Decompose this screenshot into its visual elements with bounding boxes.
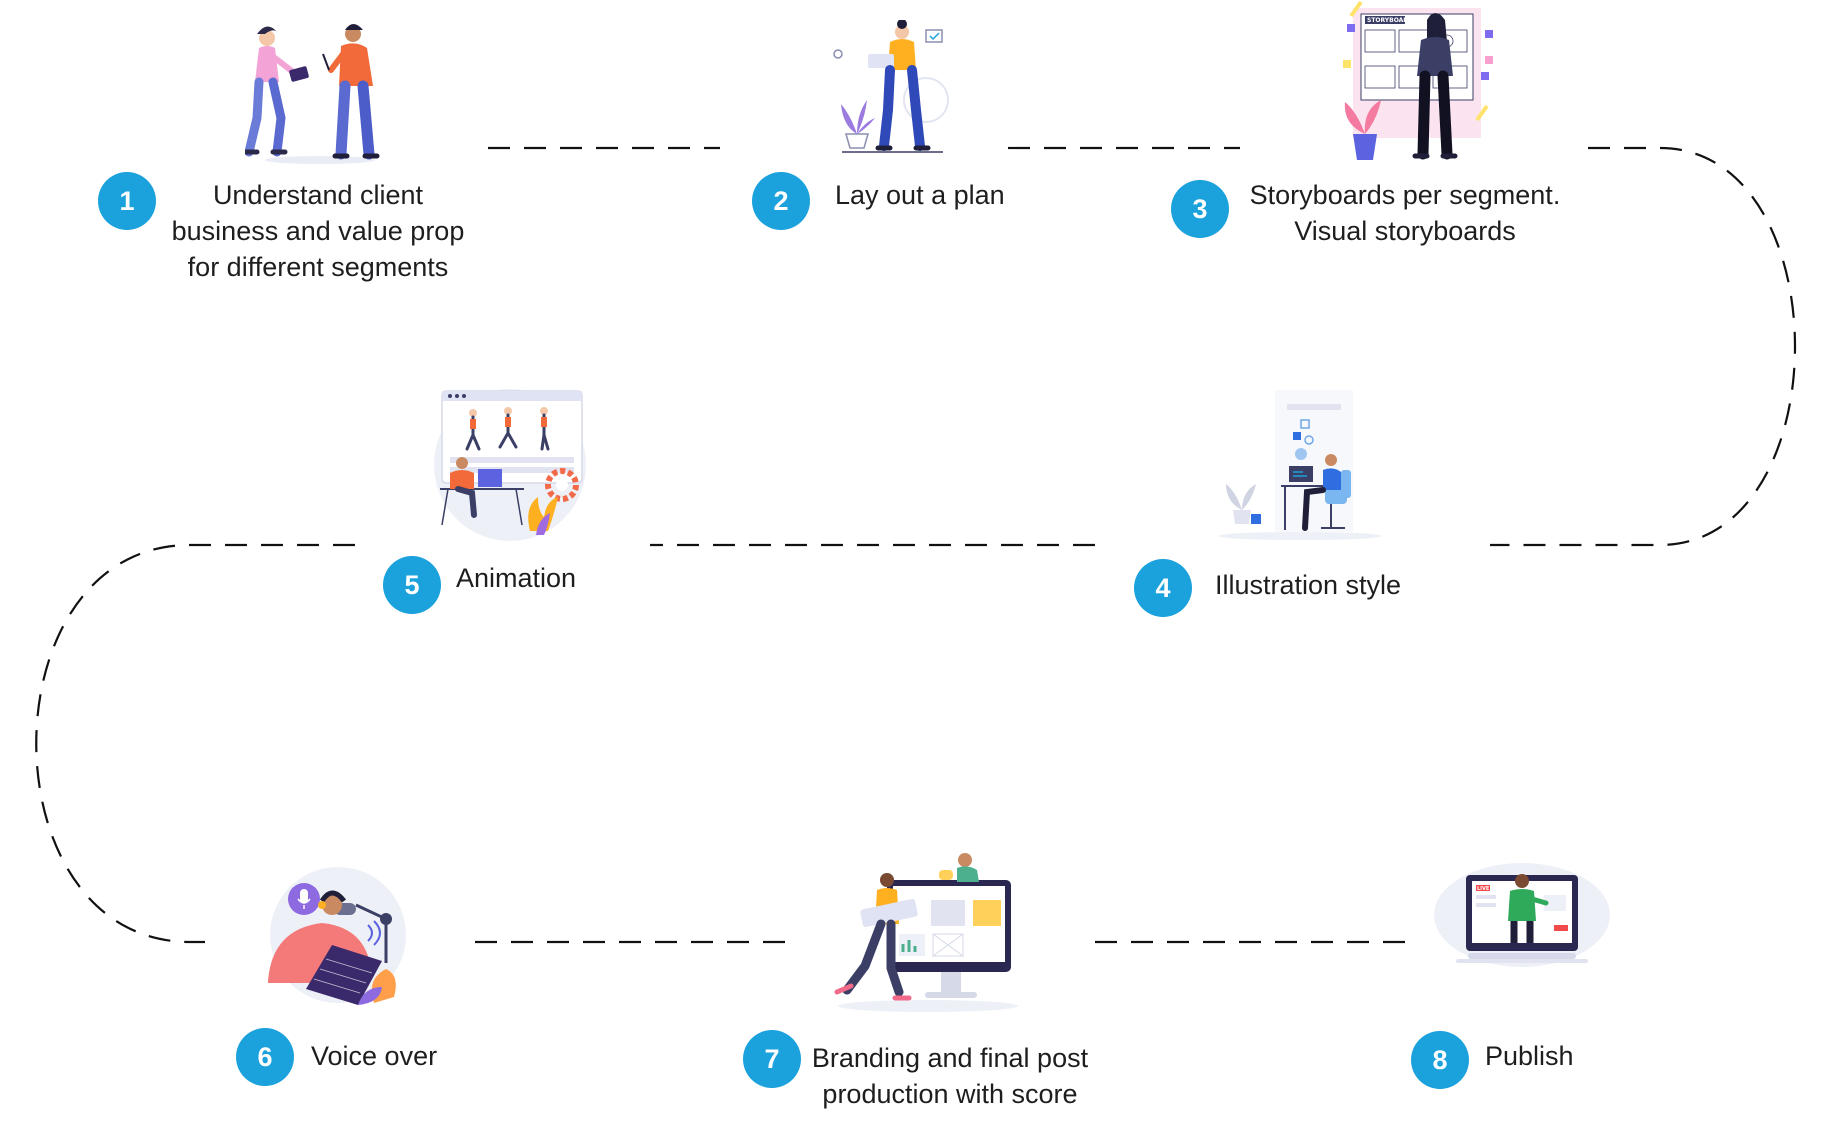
step-number-badge: 5	[383, 556, 441, 614]
step-label-publish: Publish	[1485, 1038, 1574, 1074]
publish-live-illustration: LIVE	[1434, 863, 1610, 967]
step-label-voice-over: Voice over	[311, 1038, 437, 1074]
connector-3-4-curve	[1490, 146, 1797, 547]
connector-5-6-curve	[35, 543, 355, 944]
label-line: Animation	[456, 563, 577, 593]
label-line: Illustration style	[1215, 570, 1402, 600]
designer-at-desk-illustration	[1218, 390, 1382, 540]
voice-recording-illustration	[268, 867, 406, 1005]
step-number-badge: 8	[1411, 1031, 1469, 1089]
label-line: Publish	[1485, 1041, 1574, 1071]
label-line: Lay out a plan	[835, 180, 1005, 210]
step-number-badge: 3	[1171, 180, 1229, 238]
woman-planning-illustration	[833, 20, 949, 153]
step-label-lay-out-plan: Lay out a plan	[835, 177, 1005, 213]
label-line: for different segments	[187, 252, 449, 282]
live-badge-text: LIVE	[1477, 886, 1490, 892]
step-number-badge: 4	[1134, 559, 1192, 617]
storyboard-header-text: STORYBOARD	[1367, 17, 1413, 24]
step-number-badge: 1	[98, 172, 156, 230]
two-people-discussing-illustration	[245, 24, 380, 164]
step-label-branding: Branding and final post production with …	[800, 1040, 1100, 1112]
branding-monitor-illustration	[834, 853, 1018, 1012]
step-number-badge: 7	[743, 1030, 801, 1088]
animation-screen-illustration	[434, 389, 586, 541]
label-line: Branding and final post	[811, 1043, 1089, 1073]
step-label-understand-client: Understand client business and value pro…	[170, 177, 466, 285]
step-label-illustration-style: Illustration style	[1215, 567, 1401, 603]
storyboard-illustration: STORYBOARD	[1343, 0, 1493, 160]
label-line: Visual storyboards	[1294, 216, 1516, 246]
label-line: Understand client	[212, 180, 424, 210]
label-line: Storyboards per segment.	[1249, 180, 1561, 210]
label-line: Voice over	[311, 1041, 438, 1071]
step-number-badge: 6	[236, 1028, 294, 1086]
label-line: business and value prop	[171, 216, 465, 246]
step-label-animation: Animation	[456, 560, 576, 596]
step-label-storyboards: Storyboards per segment. Visual storyboa…	[1240, 177, 1570, 249]
step-number-badge: 2	[752, 172, 810, 230]
label-line: production with score	[822, 1079, 1078, 1109]
